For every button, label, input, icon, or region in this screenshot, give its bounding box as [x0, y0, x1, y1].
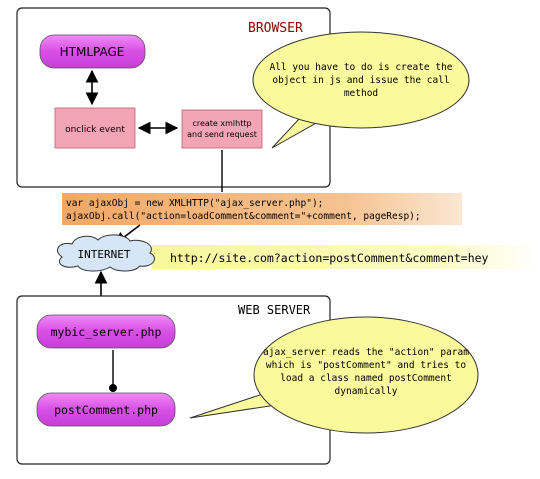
browser-bubble-line1: All you have to do is create the: [269, 62, 452, 73]
server-title: WEB SERVER: [238, 303, 311, 317]
mybic-server-label: mybic_server.php: [51, 325, 162, 339]
browser-bubble-line3: method: [344, 88, 378, 99]
browser-title: BROWSER: [248, 21, 303, 36]
server-bubble-line2: which is "postComment" and tries to: [266, 360, 466, 371]
onclick-label: onclick event: [65, 125, 125, 135]
create-label-line1: create xmlhttp: [192, 119, 251, 128]
mybic-server-node: [36, 314, 176, 349]
code-line-2: ajaxObj.call("action=loadComment&comment…: [66, 211, 421, 222]
browser-speech-bubble: All you have to do is create the object …: [252, 31, 470, 149]
connector-dot: [109, 384, 117, 392]
server-bubble-line3: load a class named postComment: [280, 373, 452, 384]
postcomment-node: [36, 392, 176, 427]
htmlpage-label: HTMLPAGE: [60, 45, 125, 59]
code-band: [62, 193, 462, 225]
code-line-1: var ajaxObj = new XMLHTTP("ajax_server.p…: [66, 198, 323, 209]
server-bubble-line4: dynamically: [335, 386, 398, 397]
internet-cloud: INTERNET: [57, 234, 155, 272]
onclick-node: [54, 107, 136, 149]
create-request-node: [181, 109, 263, 149]
htmlpage-node: [39, 34, 146, 69]
internet-url: http://site.com?action=postComment&comme…: [170, 251, 489, 265]
create-label-line2: and send request: [187, 130, 257, 139]
server-bubble-line1: ajax_server reads the "action" param: [263, 347, 469, 358]
internet-label: INTERNET: [78, 248, 131, 261]
server-speech-bubble: ajax_server reads the "action" param whi…: [189, 316, 479, 434]
browser-bubble-line2: object in js and issue the call: [272, 75, 449, 86]
url-band: [152, 245, 540, 269]
postcomment-label: postComment.php: [54, 403, 158, 417]
